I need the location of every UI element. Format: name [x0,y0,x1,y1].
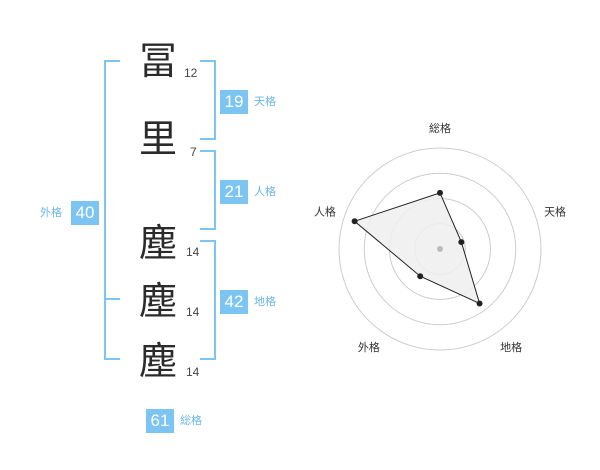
radar-center-dot [437,246,443,252]
radar-point-2 [458,239,465,246]
radar-point-3 [476,300,483,307]
radar-point-1 [437,189,443,196]
jinkaku-bracket [200,150,216,230]
name-char-4: 塵 [138,279,177,323]
radar-area [353,192,481,305]
name-char-2: 里 [138,117,177,161]
chikaku-value: 42 [220,290,248,314]
gaikaku-bracket [104,60,120,360]
radar-point-4 [417,273,424,280]
soukaku-value: 61 [146,409,174,433]
name-char-3: 塵 [138,221,177,265]
radar-axis-label-5: 人格 [314,205,336,219]
tenkaku-value: 19 [220,90,248,114]
jinkaku-label: 人格 [254,185,276,198]
soukaku-label: 総格 [180,414,202,427]
radar-point-5 [351,218,358,225]
radar-ring-4 [338,147,542,351]
name-char-1: 冨 [138,39,177,83]
stroke-count-4: 14 [186,305,200,319]
chikaku-label: 地格 [254,295,276,308]
name-char-5: 塵 [138,339,177,383]
radar-axis-label-2: 天格 [544,205,566,219]
stroke-count-5: 14 [186,365,200,379]
gaikaku-bracket-mid-tick [104,298,120,300]
radar-axis-label-3: 地格 [500,340,522,354]
tenkaku-bracket [200,60,216,140]
jinkaku-value: 21 [220,180,248,204]
gaikaku-label: 外格 [40,206,62,219]
radar-axis-label-4: 外格 [358,340,380,354]
stroke-count-2: 7 [190,145,197,159]
tenkaku-label: 天格 [254,95,276,108]
stroke-count-3: 14 [186,245,200,259]
chikaku-bracket [200,240,216,360]
gaikaku-value: 40 [71,201,99,225]
radar-ring-3 [363,172,517,326]
stroke-count-1: 12 [184,66,198,80]
radar-axis-label-1: 総格 [429,121,451,135]
